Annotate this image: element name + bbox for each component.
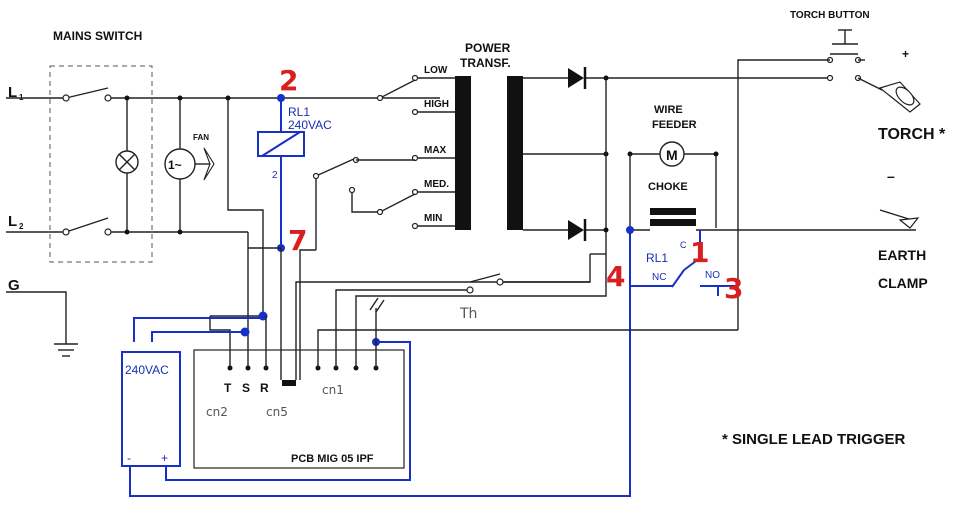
l1-label: L <box>8 84 17 101</box>
earth-clamp-icon <box>879 209 920 231</box>
relay-rl1-voltage: 240VAC <box>288 118 332 132</box>
transformer-secondary-core <box>507 76 523 230</box>
thermal-switch-2-icon <box>369 297 385 313</box>
fan-motor-icon: 1~ <box>164 148 196 180</box>
earth-clamp-label-2: CLAMP <box>878 275 928 291</box>
pcb-terminal-r: R <box>260 381 269 395</box>
single-lead-trigger-note: * SINGLE LEAD TRIGGER <box>722 431 906 448</box>
tap-high: HIGH <box>424 99 449 110</box>
mains-switch-enclosure <box>49 65 153 263</box>
pcb-terminal-t: T <box>224 381 232 395</box>
wire-feeder-label-1: WIRE <box>654 104 683 116</box>
pcb-terminal-s: S <box>242 381 250 395</box>
transformer-label-2: TRANSF. <box>460 56 511 70</box>
pcb-cn1: cn1 <box>322 383 344 397</box>
diode-lower-icon <box>568 219 587 241</box>
pcb-cn5: cn5 <box>266 405 288 419</box>
relay-rl1-label: RL1 <box>288 105 310 119</box>
thermal-switch-label: Th <box>459 306 477 322</box>
l2-sub: 2 <box>19 222 24 231</box>
torch-button-icon <box>826 29 862 64</box>
relay-rl1-pin: 2 <box>272 170 278 181</box>
supply-label: 240VAC <box>125 363 169 377</box>
transformer-primary-core <box>455 76 471 230</box>
l2-label: L <box>8 213 17 230</box>
relay-rl1-contacts: RL1 C NC NO <box>626 226 736 296</box>
supply-plus: + <box>161 451 168 465</box>
wire-feeder-motor-icon: M <box>659 141 685 167</box>
wire-feeder-label-2: FEEDER <box>652 119 697 131</box>
relay2-no: NO <box>705 270 720 281</box>
torch-label: TORCH * <box>878 126 946 143</box>
diode-upper-icon <box>568 67 587 89</box>
fan-label: FAN <box>193 133 209 142</box>
fan-symbol: 1~ <box>168 158 182 172</box>
mains-switch-contact-l1 <box>65 87 109 99</box>
thermal-switch-icon <box>466 273 590 294</box>
tap-low: LOW <box>424 65 448 76</box>
torch-polarity-plus: + <box>902 47 909 61</box>
earth-clamp-label-1: EARTH <box>878 247 926 263</box>
motor-symbol: M <box>666 147 678 163</box>
pcb-board <box>193 349 405 469</box>
annotation-4: 4 <box>606 260 625 293</box>
l2-input: L 2 <box>8 213 24 231</box>
pcb-label: PCB MIG 05 IPF <box>291 453 374 465</box>
annotation-1: 1 <box>690 236 709 269</box>
voltage-selector: LOW HIGH MAX MED. MIN <box>312 65 455 250</box>
tap-max: MAX <box>424 145 447 156</box>
choke-core <box>650 208 696 215</box>
supply-240vac-box <box>121 351 181 467</box>
relay2-c: C <box>680 240 687 250</box>
tap-med: MED. <box>424 179 449 190</box>
choke-label: CHOKE <box>648 181 688 193</box>
pcb-cn2: cn2 <box>206 405 228 419</box>
transformer-label-1: POWER <box>465 41 511 55</box>
lamp-icon <box>115 150 139 174</box>
torch-icon <box>878 81 921 113</box>
fan-blade-icon <box>195 147 215 181</box>
annotation-2: 2 <box>279 64 298 97</box>
annotation-3: 3 <box>724 272 743 305</box>
mains-switch-contact-l2 <box>65 217 109 233</box>
relay2-nc: NC <box>652 272 666 283</box>
torch-button-label: TORCH BUTTON <box>790 10 870 21</box>
ground-icon <box>54 343 78 357</box>
l1-input: L 1 <box>8 84 24 102</box>
ground-label: G <box>8 277 20 294</box>
tap-min: MIN <box>424 213 442 224</box>
earth-polarity-minus: – <box>887 168 895 184</box>
mains-switch-label: MAINS SWITCH <box>53 29 142 43</box>
pcb-cn5-connector <box>282 380 296 386</box>
annotation-7: 7 <box>288 224 307 257</box>
supply-minus: - <box>127 451 131 465</box>
relay2-label: RL1 <box>646 251 668 265</box>
